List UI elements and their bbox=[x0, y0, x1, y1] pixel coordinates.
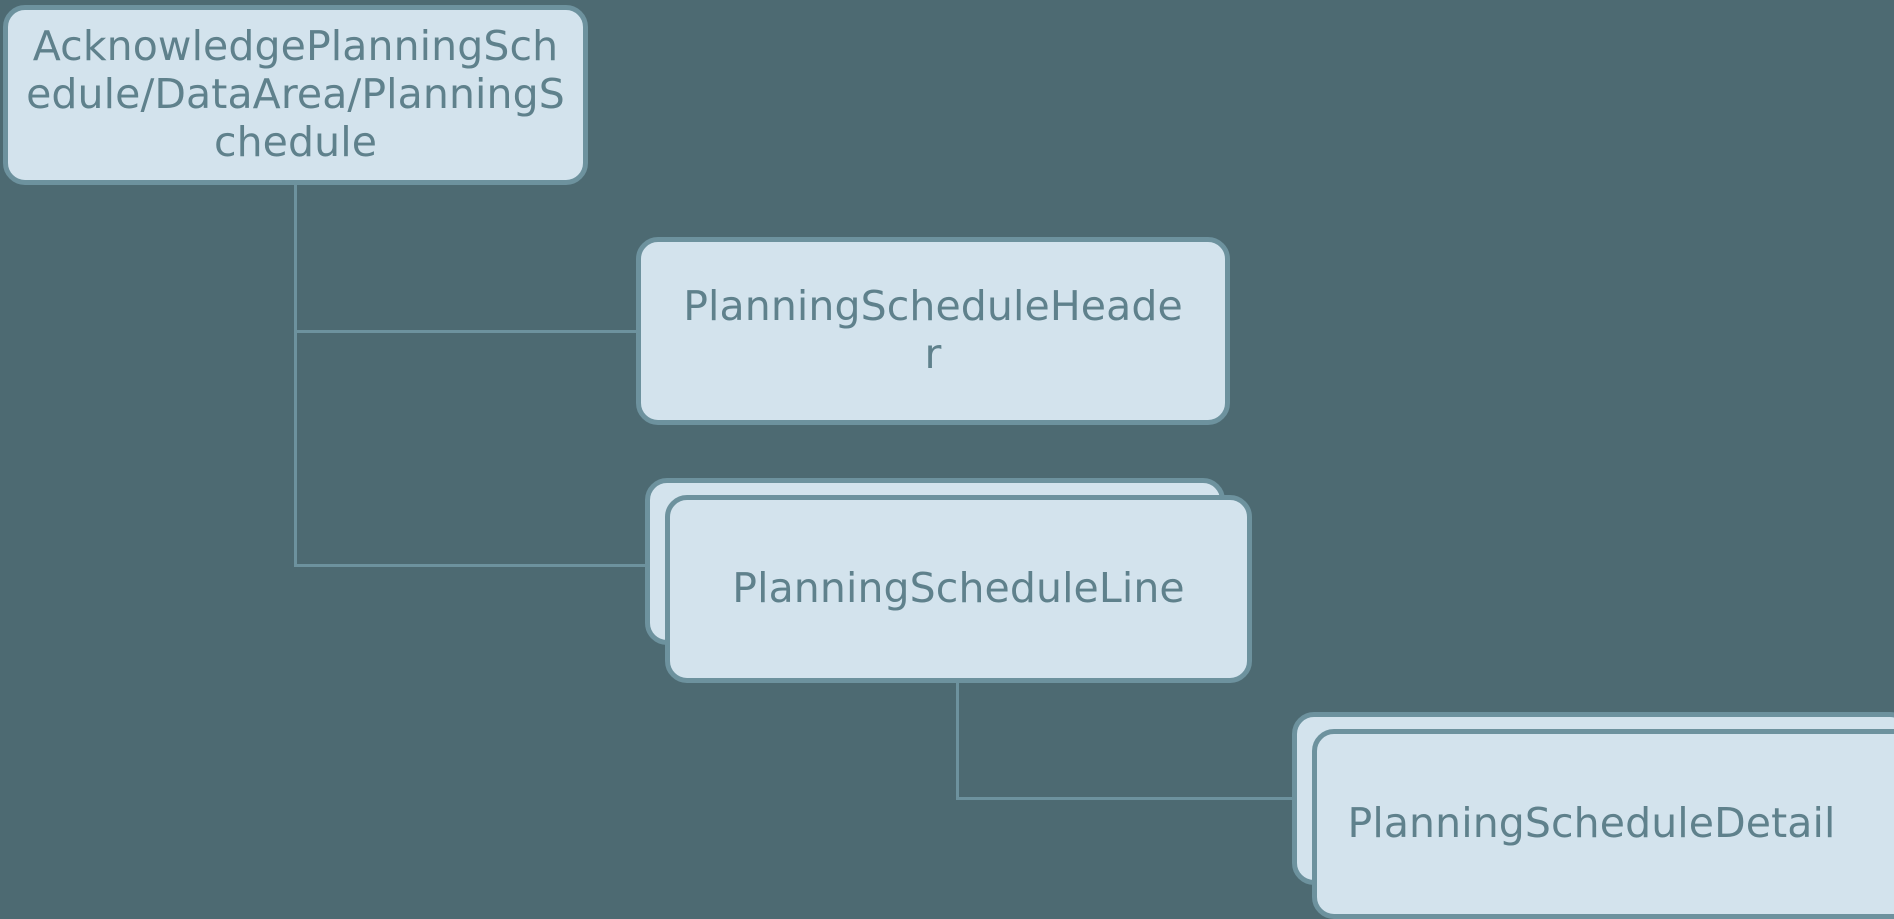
node-acknowledge-planning-schedule[interactable]: AcknowledgePlanningSchedule/DataArea/Pla… bbox=[3, 5, 588, 185]
connector-root-to-header bbox=[294, 330, 639, 333]
node-label: PlanningScheduleHeader bbox=[683, 282, 1183, 378]
node-planning-schedule-header[interactable]: PlanningScheduleHeader bbox=[636, 237, 1230, 425]
connector-line-trunk bbox=[956, 681, 959, 800]
connector-line-to-detail bbox=[956, 797, 1316, 800]
node-label: PlanningScheduleDetail bbox=[1347, 799, 1836, 848]
node-planning-schedule-line[interactable]: PlanningScheduleLine bbox=[665, 495, 1252, 683]
node-label: PlanningScheduleLine bbox=[732, 564, 1185, 613]
connector-root-to-line bbox=[294, 564, 669, 567]
connector-root-trunk bbox=[294, 185, 297, 567]
node-label: AcknowledgePlanningSchedule/DataArea/Pla… bbox=[26, 22, 565, 166]
node-planning-schedule-detail[interactable]: PlanningScheduleDetail bbox=[1312, 729, 1894, 919]
